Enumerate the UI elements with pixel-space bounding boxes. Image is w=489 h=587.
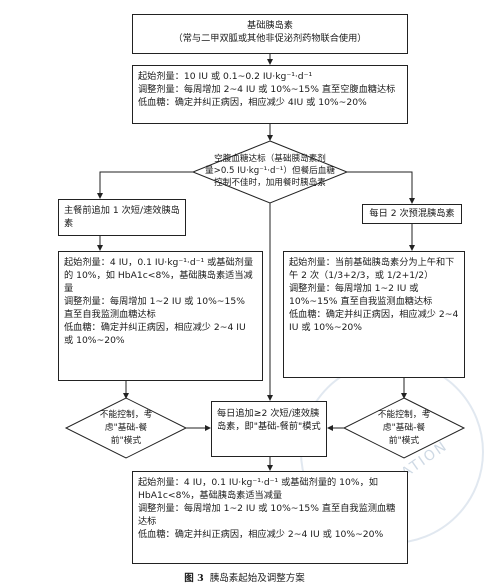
left-detail-box: 起始剂量：4 IU，0.1 IU·kg⁻¹·d⁻¹ 或基础剂量的 10%，如 H… <box>58 251 263 381</box>
basal-bolus-box: 每日追加≥2 次短/速效胰岛素，即"基础-餐前"模式 <box>211 401 327 457</box>
left-diamond-text: 不能控制，考 虑"基础-餐 前"模式 <box>99 410 153 446</box>
basal-dose-box: 起始剂量：10 IU 或 0.1~0.2 IU·kg⁻¹·d⁻¹ 调整剂量：每周… <box>132 65 408 124</box>
left-diamond-shape <box>64 397 188 459</box>
right-detail-box: 起始剂量：当前基础胰岛素分为上午和下午 2 次（1/3+2/3，或 1/2+1/… <box>283 251 465 378</box>
figure-title: 胰岛素起始及调整方案 <box>209 573 305 584</box>
left-option-box: 主餐前追加 1 次短/速效胰岛素 <box>58 199 186 236</box>
bottom-adjust-dose: 调整剂量：每周增加 1~2 IU 或 10%~15% 直至自我监测血糖达标 <box>138 503 396 527</box>
left-hypoglycemia: 低血糖：确定并纠正病因，相应减少 2~4 IU 或 10%~20% <box>64 322 246 346</box>
right-option-box: 每日 2 次预混胰岛素 <box>362 204 462 224</box>
basal-insulin-box: 基础胰岛素 （常与二甲双胍或其他非促泌剂药物联合使用） <box>132 14 408 54</box>
right-diamond-shape <box>342 397 466 459</box>
decision-diamond-shape <box>191 140 349 204</box>
decision-diamond-text: 空腹血糖达标（基础胰岛素剂 量>0.5 IU·kg⁻¹·d⁻¹）但餐后血糖 控制… <box>205 154 335 188</box>
left-option-text: 主餐前追加 1 次短/速效胰岛素 <box>64 205 180 229</box>
basal-bolus-text: 每日追加≥2 次短/速效胰岛素，即"基础-餐前"模式 <box>217 408 321 432</box>
basal-insulin-subtitle: （常与二甲双胍或其他非促泌剂药物联合使用） <box>173 33 367 44</box>
bottom-hypoglycemia: 低血糖：确定并纠正病因，相应减少 2~4 IU 或 10%~20% <box>138 529 384 540</box>
figure-label: 图 3 <box>184 573 204 584</box>
bottom-start-dose: 起始剂量：4 IU，0.1 IU·kg⁻¹·d⁻¹ 或基础剂量的 10%，如 H… <box>138 477 378 501</box>
right-start-dose: 起始剂量：当前基础胰岛素分为上午和下午 2 次（1/3+2/3，或 1/2+1/… <box>289 257 455 281</box>
left-start-dose: 起始剂量：4 IU，0.1 IU·kg⁻¹·d⁻¹ 或基础剂量的 10%，如 H… <box>64 257 254 294</box>
right-diamond-text: 不能控制，考 虑"基础-餐 前"模式 <box>377 410 431 446</box>
left-adjust-dose: 调整剂量：每周增加 1~2 IU 或 10%~15% 直至自我监测血糖达标 <box>64 296 245 320</box>
bottom-detail-box: 起始剂量：4 IU，0.1 IU·kg⁻¹·d⁻¹ 或基础剂量的 10%，如 H… <box>132 471 408 564</box>
basal-adjust-dose: 调整剂量：每周增加 2~4 IU 或 10%~15% 直至空腹血糖达标 <box>138 84 396 95</box>
basal-insulin-title: 基础胰岛素 <box>247 20 293 31</box>
figure-caption: 图 3 胰岛素起始及调整方案 <box>0 570 489 584</box>
basal-start-dose: 起始剂量：10 IU 或 0.1~0.2 IU·kg⁻¹·d⁻¹ <box>138 71 313 82</box>
basal-hypoglycemia: 低血糖：确定并纠正病因，相应减少 4IU 或 10%~20% <box>138 97 367 108</box>
right-option-text: 每日 2 次预混胰岛素 <box>369 208 455 219</box>
right-adjust-dose: 调整剂量：每周增加 1~2 IU 或 10%~15% 直至自我监测血糖达标 <box>289 283 433 307</box>
right-hypoglycemia: 低血糖：确定并纠正病因，相应减少 2~4 IU 或 10%~20% <box>289 309 459 333</box>
